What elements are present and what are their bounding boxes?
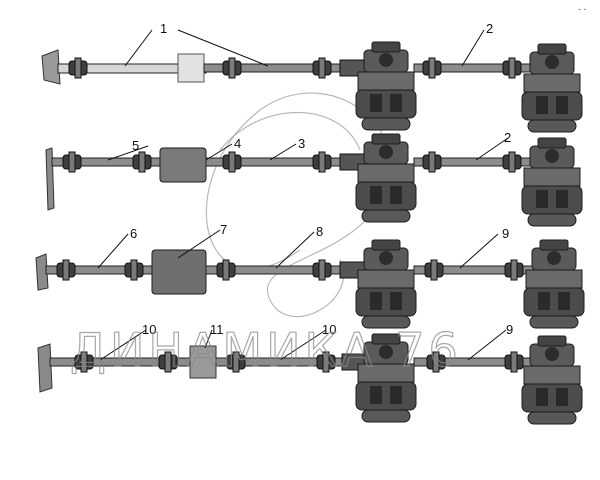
transfer-case <box>159 147 207 183</box>
callout-9-row4: 9 <box>506 322 513 337</box>
cardan-joint <box>502 151 522 173</box>
callout-10-row4: 10 <box>322 322 336 337</box>
drive-axle-2 <box>521 137 583 227</box>
driveline-row-4 <box>37 333 583 425</box>
drive-axle-2 <box>523 239 585 329</box>
cardan-joint <box>222 57 242 79</box>
callout-2: 2 <box>486 21 493 36</box>
callout-2-row2: 2 <box>504 130 511 145</box>
callout-10: 10 <box>142 322 156 337</box>
flange-plate <box>37 343 53 393</box>
driveline-row-3 <box>35 239 585 329</box>
cardan-joint <box>422 151 442 173</box>
corner-mark: - - <box>578 4 587 14</box>
intermediate-support <box>177 53 205 83</box>
cardan-joint <box>62 151 82 173</box>
cardan-joint <box>504 351 524 373</box>
callout-9: 9 <box>502 226 509 241</box>
cardan-joint <box>424 259 444 281</box>
callout-labels: 1 2 5 4 3 2 6 7 8 9 10 11 10 9 <box>130 21 513 337</box>
callout-3: 3 <box>298 136 305 151</box>
flange-plate <box>45 147 55 211</box>
callout-4: 4 <box>234 136 241 151</box>
cardan-joint <box>422 57 442 79</box>
cardan-joint <box>504 259 524 281</box>
callout-6: 6 <box>130 226 137 241</box>
cardan-joint <box>68 57 88 79</box>
cardan-joint <box>312 57 332 79</box>
callout-5: 5 <box>132 138 139 153</box>
drive-axle-1 <box>355 239 417 329</box>
cardan-joint <box>222 151 242 173</box>
callout-8: 8 <box>316 224 323 239</box>
transfer-case <box>151 249 207 295</box>
cardan-joint <box>312 151 332 173</box>
flange-plate <box>41 49 61 85</box>
leader-lines <box>97 29 509 361</box>
cardan-joint <box>124 259 144 281</box>
callout-11: 11 <box>210 322 224 337</box>
cardan-joint <box>312 259 332 281</box>
cardan-joint <box>502 57 522 79</box>
watermark-text: ДИНАМИКА 76 <box>70 323 462 377</box>
cardan-joint <box>216 259 236 281</box>
flange-plate <box>35 253 49 291</box>
callout-1: 1 <box>160 21 167 36</box>
driveline-row-1 <box>41 41 583 133</box>
cardan-joint <box>132 151 152 173</box>
callout-7: 7 <box>220 222 227 237</box>
intermediate-support <box>189 345 217 379</box>
drive-axle-1 <box>355 41 417 131</box>
driveline-row-2 <box>45 133 583 227</box>
drive-axle-2 <box>521 43 583 133</box>
drive-axle-1 <box>355 133 417 223</box>
drive-axle-2 <box>521 335 583 425</box>
cardan-joint <box>56 259 76 281</box>
